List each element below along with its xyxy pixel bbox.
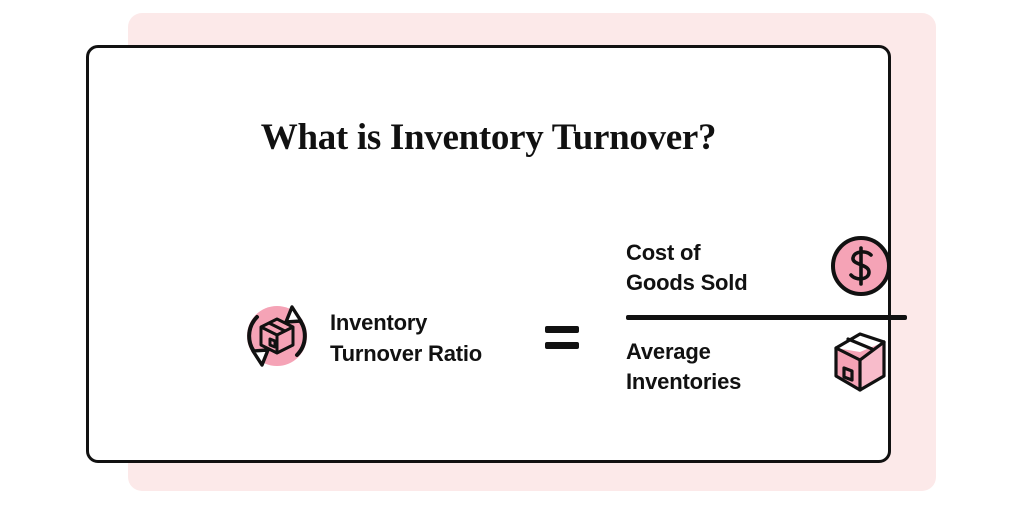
equals-bar-bottom (545, 342, 579, 349)
formula-diagram: Inventory Turnover Ratio Cost of Goods S… (149, 193, 907, 433)
page-title: What is Inventory Turnover? (260, 117, 717, 158)
denominator-label: Average Inventories (626, 337, 741, 398)
ratio-label-line2: Turnover Ratio (330, 340, 483, 366)
numerator-label: Cost of Goods Sold (626, 238, 748, 299)
fraction-denominator: Average Inventories (626, 320, 916, 414)
inventory-rotation-icon (237, 295, 317, 382)
numerator-label-line1: Cost of (626, 239, 701, 265)
dollar-coin-icon (828, 233, 894, 304)
equals-operator (545, 326, 579, 349)
equals-bar-top (545, 326, 579, 333)
fraction: Cost of Goods Sold Average (626, 221, 916, 414)
inventory-turnover-ratio-label: Inventory Turnover Ratio (330, 308, 482, 369)
inventory-turnover-ratio-term: Inventory Turnover Ratio (237, 295, 482, 382)
numerator-label-line2: Goods Sold (626, 270, 748, 295)
denominator-label-line1: Average (626, 338, 711, 364)
cardboard-box-icon (826, 330, 894, 405)
denominator-label-line2: Inventories (626, 369, 742, 394)
info-card: What is Inventory Turnover? (86, 45, 907, 463)
fraction-numerator: Cost of Goods Sold (626, 221, 916, 315)
fraction-bar (626, 315, 907, 320)
ratio-label-line1: Inventory (330, 310, 428, 336)
